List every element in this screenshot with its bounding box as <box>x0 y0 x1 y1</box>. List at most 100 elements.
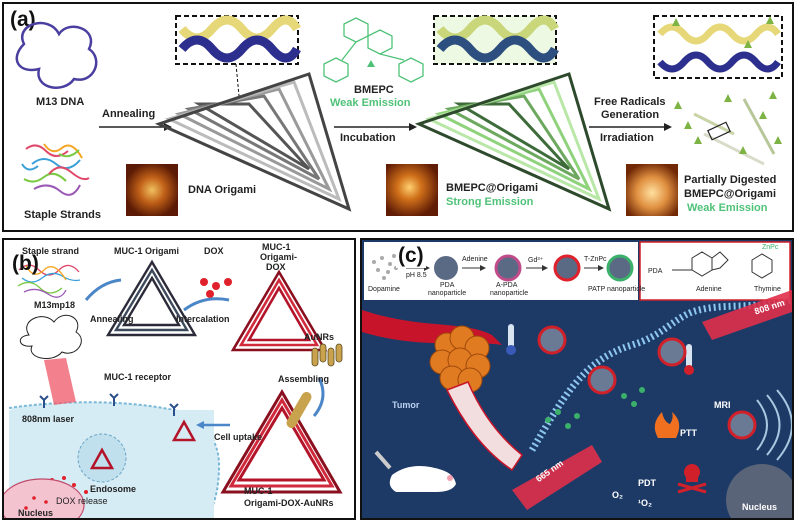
panel-b-label: (b) <box>12 252 39 275</box>
vessel-section <box>445 381 524 472</box>
panel-b: (b) Staple strand M13mp18 Annealing MUC-… <box>2 238 356 520</box>
nucleus-b-label: Nucleus <box>18 508 54 518</box>
afm-image-1 <box>126 164 178 216</box>
thymine-structure <box>751 253 773 279</box>
aunr-attached <box>286 392 312 428</box>
m13mp18-loop <box>19 314 82 360</box>
pdt-label: PDT <box>638 478 656 488</box>
endosome-origami <box>89 447 115 470</box>
bmepc-triangle-icon <box>367 60 375 67</box>
m13mp18-label: M13mp18 <box>34 300 76 310</box>
structure-box <box>639 241 791 301</box>
laser-808-beam <box>702 290 792 340</box>
green-fragments-c <box>545 387 645 429</box>
inset-box-1 <box>175 15 299 65</box>
dox-dots <box>200 278 232 298</box>
apda-label-2: nanoparticle <box>490 290 529 297</box>
helix-3 <box>657 16 781 73</box>
staple-strands-graphic <box>21 143 90 196</box>
final-label-2: Origami-DOX-AuNRs <box>244 498 334 508</box>
znpc-label: ZnPc <box>762 244 779 251</box>
panel-c-label: (c) <box>396 244 426 268</box>
panel-c-graphics <box>362 241 792 518</box>
arrow-b-annealing <box>84 278 122 301</box>
annealing-label: Annealing <box>102 108 156 120</box>
skull-icon <box>677 464 707 494</box>
final-origami <box>220 389 343 494</box>
ph-label: pH 8.5 <box>406 272 427 279</box>
intercalation-label: Intercalation <box>176 314 230 324</box>
muc1-dox-label-1: MUC-1 <box>262 242 291 252</box>
endosome-label: Endosome <box>90 484 137 494</box>
bmepc-origami-label-2: BMEPC@Origami <box>684 188 777 200</box>
o2s-label: ¹O₂ <box>638 498 652 508</box>
mri-label: MRI <box>714 400 731 410</box>
bmepc-label: BMEPC <box>354 84 394 96</box>
generation-label: Generation <box>601 109 660 121</box>
tumor-label: Tumor <box>392 400 420 410</box>
aunrs-label: AuNRs <box>304 332 335 342</box>
dopamine-dots <box>372 254 398 280</box>
muc1-receptor-label: MUC-1 receptor <box>104 372 172 382</box>
laser-808-label: 808nm laser <box>22 414 75 424</box>
irradiation-label: Irradiation <box>600 132 654 144</box>
staple-strand-label: Staple strand <box>22 246 80 256</box>
gd-label: Gd³⁺ <box>528 257 544 264</box>
incubation-label: Incubation <box>340 132 396 144</box>
afm-image-2 <box>386 164 438 216</box>
gd-particle <box>553 254 581 282</box>
final-label-1: MUC-1 <box>244 486 273 496</box>
weak-emission-label-2: Weak Emission <box>687 202 768 214</box>
green-fragments <box>674 91 782 154</box>
muc1-origami <box>105 259 198 337</box>
bmepc-molecule <box>323 17 424 83</box>
aunrs-graphic <box>311 343 343 367</box>
bmepc-origami-triangle <box>414 72 612 212</box>
uptake-origami <box>171 419 197 442</box>
panel-a-graphics <box>15 15 783 212</box>
muc1-dox-label-3: DOX <box>266 262 286 272</box>
m13-dna-loop <box>15 21 98 89</box>
panel-a: (a) <box>2 2 794 232</box>
inset-box-3 <box>653 15 783 79</box>
nucleus-c <box>726 464 792 518</box>
adenine-step-label: Adenine <box>462 256 488 263</box>
endosome-circle <box>77 433 127 483</box>
muc1-origami-dox <box>230 269 328 352</box>
panel-b-graphics <box>4 259 343 518</box>
adenine-structure <box>672 251 729 277</box>
muc1-origami-label: MUC-1 Origami <box>114 246 180 256</box>
strong-emission-label: Strong Emission <box>446 196 534 208</box>
tumor-mass <box>429 325 491 393</box>
helix-2 <box>436 15 559 63</box>
thermometer-1 <box>508 324 514 348</box>
laser-beam <box>44 358 76 405</box>
arrow-intercalation <box>183 297 230 312</box>
annealing-b-label: Annealing <box>90 314 134 324</box>
dna-origami-triangle <box>154 72 352 212</box>
nucleus-c-label: Nucleus <box>742 502 778 512</box>
m13-dna-label: M13 DNA <box>36 96 85 108</box>
staple-strand-tangle <box>17 264 81 298</box>
assembling-label: Assembling <box>278 374 330 384</box>
panel-c: (c) Dopamine pH 8.5 PDA nanoparticle Ade… <box>360 238 794 520</box>
staple-strands-label: Staple Strands <box>24 209 102 221</box>
patp-label: PATP nanoparticle <box>588 286 646 293</box>
pda-particle <box>434 256 458 280</box>
cell-uptake-label: Cell uptake <box>214 432 263 442</box>
digested-origami <box>693 98 776 166</box>
mouse-body <box>389 466 456 492</box>
mri-waves <box>756 389 792 461</box>
pda-np-label-2: nanoparticle <box>428 290 467 297</box>
apda-particle <box>494 254 522 282</box>
ptt-label: PTT <box>680 428 697 438</box>
adenine-struct-label: Adenine <box>696 286 722 293</box>
afm-image-3 <box>626 164 678 216</box>
nanoparticles <box>537 325 757 440</box>
dopamine-label: Dopamine <box>368 286 400 293</box>
helix-1 <box>178 15 301 63</box>
muc1-dox-label-2: Origami- <box>260 252 298 262</box>
laser-665-beam <box>512 445 602 510</box>
tznpc-label: T-ZnPc <box>584 256 607 263</box>
thermometer-2 <box>686 344 692 368</box>
